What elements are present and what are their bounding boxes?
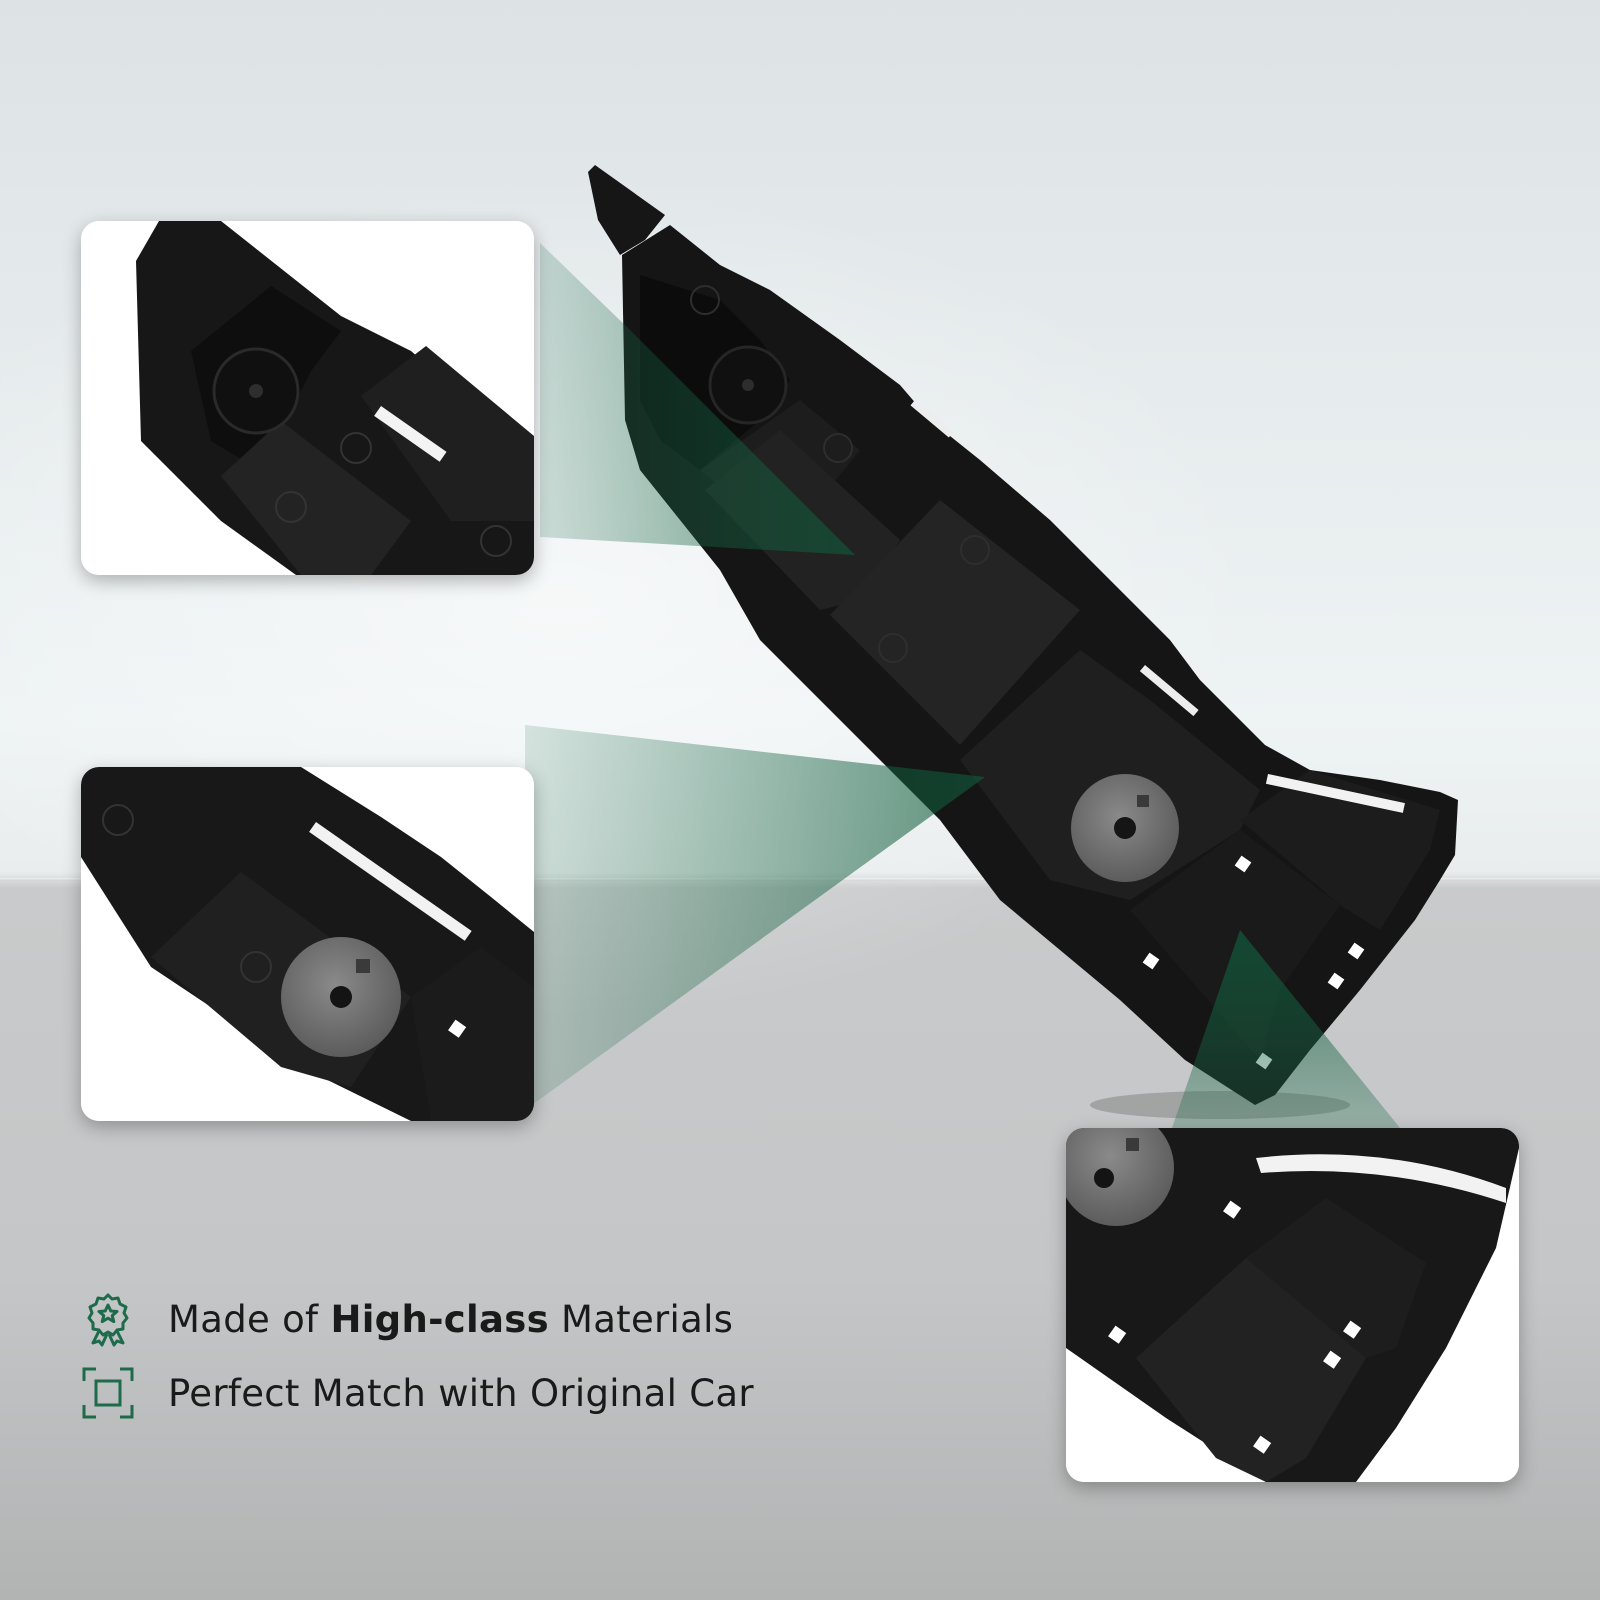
award-ribbon-icon xyxy=(80,1291,136,1347)
feature-list: Made of High-class Materials Perfect Mat… xyxy=(80,1282,754,1430)
feature-item-fit: Perfect Match with Original Car xyxy=(80,1356,754,1430)
detail-card-middle xyxy=(81,767,534,1121)
detail-card-bottom xyxy=(1066,1128,1519,1482)
fit-frame-icon xyxy=(80,1365,136,1421)
feature-text-fit: Perfect Match with Original Car xyxy=(168,1371,754,1415)
detail-image-bottom xyxy=(1066,1128,1519,1482)
detail-image-top xyxy=(81,221,534,575)
feature-item-materials: Made of High-class Materials xyxy=(80,1282,754,1356)
zoom-beam-bottom xyxy=(1172,930,1400,1128)
zoom-beam-middle xyxy=(525,725,985,1110)
zoom-beam-top xyxy=(540,243,855,555)
feature-text-materials: Made of High-class Materials xyxy=(168,1297,734,1341)
detail-image-middle xyxy=(81,767,534,1121)
detail-card-top xyxy=(81,221,534,575)
